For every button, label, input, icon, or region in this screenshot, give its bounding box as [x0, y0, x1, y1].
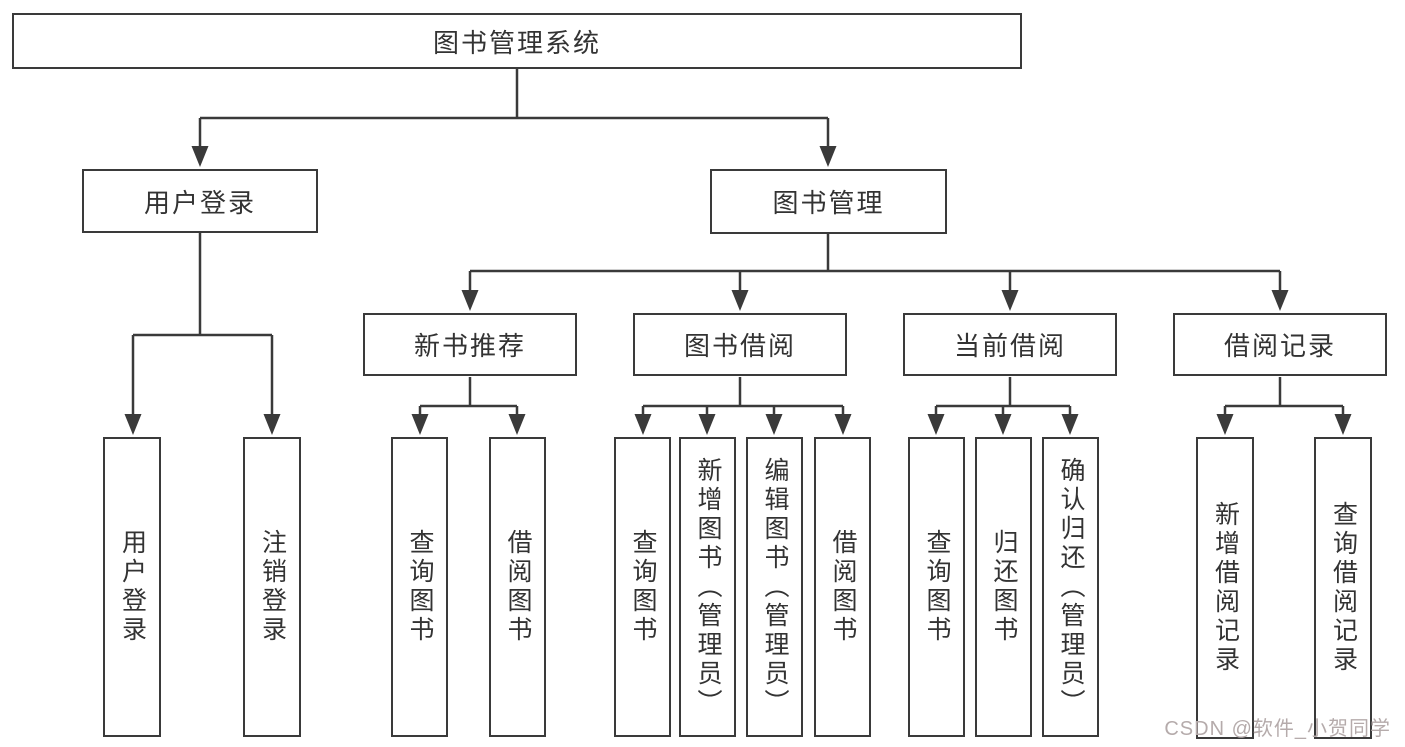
leaf-borrow-books: 借阅图书 [814, 437, 871, 737]
leaf-recommend-borrow-books-label: 借阅图书 [504, 529, 532, 645]
node-new-book-recommend: 新书推荐 [363, 313, 577, 376]
leaf-query-borrow-record: 查询借阅记录 [1314, 437, 1372, 739]
node-user-login: 用户登录 [82, 169, 318, 233]
arrowhead-icons [124, 146, 1352, 435]
leaf-add-borrow-record: 新增借阅记录 [1196, 437, 1254, 739]
leaf-current-query-books-label: 查询图书 [923, 529, 951, 645]
leaf-recommend-borrow-books: 借阅图书 [489, 437, 546, 737]
node-current-borrowing: 当前借阅 [903, 313, 1117, 376]
leaf-edit-book-admin-label: 编辑图书（管理员） [761, 456, 789, 718]
node-book-borrowing: 图书借阅 [633, 313, 847, 376]
node-borrowing-records: 借阅记录 [1173, 313, 1387, 376]
leaf-borrow-books-label: 借阅图书 [829, 529, 857, 645]
leaf-current-query-books: 查询图书 [908, 437, 965, 737]
leaf-borrowing-query-books: 查询图书 [614, 437, 671, 737]
node-new-book-recommend-label: 新书推荐 [413, 331, 526, 361]
leaf-add-borrow-record-label: 新增借阅记录 [1211, 501, 1240, 675]
connector-paths [131, 69, 1345, 416]
leaf-return-books-label: 归还图书 [990, 529, 1018, 645]
leaf-user-login: 用户登录 [103, 437, 161, 737]
leaf-recommend-query-books-label: 查询图书 [406, 529, 434, 645]
csdn-watermark: CSDN @软件_小贺同学 [1164, 718, 1391, 740]
leaf-logout-login-label: 注销登录 [258, 529, 287, 645]
node-current-borrowing-label: 当前借阅 [953, 331, 1066, 361]
leaf-add-book-admin: 新增图书（管理员） [679, 437, 736, 737]
leaf-query-borrow-record-label: 查询借阅记录 [1329, 501, 1358, 675]
leaf-add-book-admin-label: 新增图书（管理员） [694, 456, 722, 718]
leaf-borrowing-query-books-label: 查询图书 [629, 529, 657, 645]
leaf-return-books: 归还图书 [975, 437, 1032, 737]
node-borrowing-records-label: 借阅记录 [1223, 331, 1336, 361]
leaf-user-login-label: 用户登录 [118, 529, 147, 645]
leaf-edit-book-admin: 编辑图书（管理员） [746, 437, 803, 737]
node-book-management-label: 图书管理 [772, 188, 885, 218]
node-user-login-label: 用户登录 [143, 187, 256, 218]
leaf-recommend-query-books: 查询图书 [391, 437, 448, 737]
node-library-system-label: 图书管理系统 [432, 27, 601, 58]
leaf-confirm-return-admin: 确认归还（管理员） [1042, 437, 1099, 737]
node-library-system: 图书管理系统 [12, 13, 1022, 69]
leaf-logout-login: 注销登录 [243, 437, 301, 737]
node-book-management: 图书管理 [710, 169, 947, 234]
node-book-borrowing-label: 图书借阅 [683, 331, 796, 361]
leaf-confirm-return-admin-label: 确认归还（管理员） [1057, 456, 1085, 718]
